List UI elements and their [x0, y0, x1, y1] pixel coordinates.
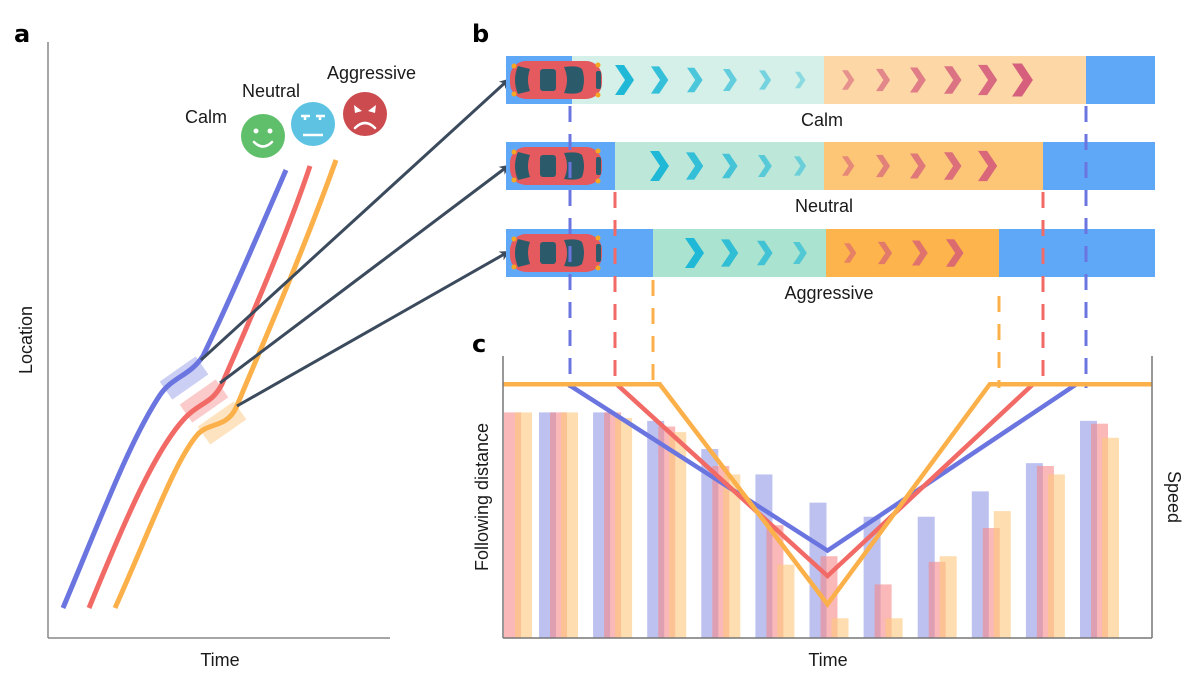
bar-aggressive — [777, 564, 795, 638]
bar-aggressive — [831, 618, 849, 638]
row-label: Neutral — [795, 196, 853, 216]
row-aggressive: Aggressive — [506, 229, 1155, 303]
aggressive-face: Aggressive — [327, 63, 416, 136]
panel-c: c Time Following distance Speed — [472, 330, 1184, 670]
bar-aggressive — [1047, 474, 1065, 638]
acceleration-segment — [824, 142, 1043, 190]
bar-aggressive — [515, 412, 532, 638]
bar-aggressive — [723, 474, 741, 638]
panel-c-xlabel: Time — [808, 650, 847, 670]
timing-connectors — [568, 106, 1088, 388]
bar-aggressive — [615, 418, 633, 638]
panel-a-letter: a — [14, 20, 30, 48]
bar-aggressive — [1102, 437, 1119, 638]
panel-a: a Time Location Calm Neutral — [14, 20, 510, 670]
deceleration-segment — [653, 229, 826, 277]
car-icon — [510, 234, 602, 272]
bar-neutral — [820, 556, 838, 638]
neutral-trajectory — [86, 165, 313, 609]
calm-face: Calm — [185, 107, 285, 158]
arrow-neutral — [219, 164, 510, 385]
arrow-calm — [199, 78, 510, 362]
smiling-face-icon — [241, 114, 285, 158]
arrow-aggressive — [236, 250, 510, 408]
speed-line-aggressive — [503, 381, 1152, 608]
calm-trajectory — [60, 169, 289, 609]
bar-aggressive — [561, 412, 578, 638]
panel-c-letter: c — [472, 330, 486, 358]
aggressive-trajectory — [112, 159, 339, 610]
bar-aggressive — [939, 556, 957, 638]
panel-b-letter: b — [472, 20, 489, 48]
bar-aggressive — [669, 432, 687, 638]
row-calm: Calm — [506, 56, 1155, 130]
row-neutral: Neutral — [506, 142, 1155, 216]
angry-face-icon — [343, 92, 387, 136]
neutral-face: Neutral — [242, 81, 335, 146]
panel-c-ylabel-left: Following distance — [472, 423, 492, 571]
bar-aggressive — [885, 618, 903, 638]
calm-label: Calm — [185, 107, 227, 127]
speed-lines — [503, 381, 1152, 608]
car-icon — [510, 147, 602, 185]
deceleration-segment — [615, 142, 824, 190]
row-label: Calm — [801, 110, 843, 130]
aggressive-label: Aggressive — [327, 63, 416, 83]
car-icon — [510, 61, 602, 99]
bar-aggressive — [993, 511, 1011, 638]
panel-a-xlabel: Time — [200, 650, 239, 670]
neutral-face-icon — [291, 102, 335, 146]
panel-a-ylabel: Location — [16, 306, 36, 374]
bar-group — [504, 412, 1119, 638]
row-label: Aggressive — [784, 283, 873, 303]
neutral-label: Neutral — [242, 81, 300, 101]
panel-c-ylabel-right: Speed — [1164, 471, 1184, 523]
